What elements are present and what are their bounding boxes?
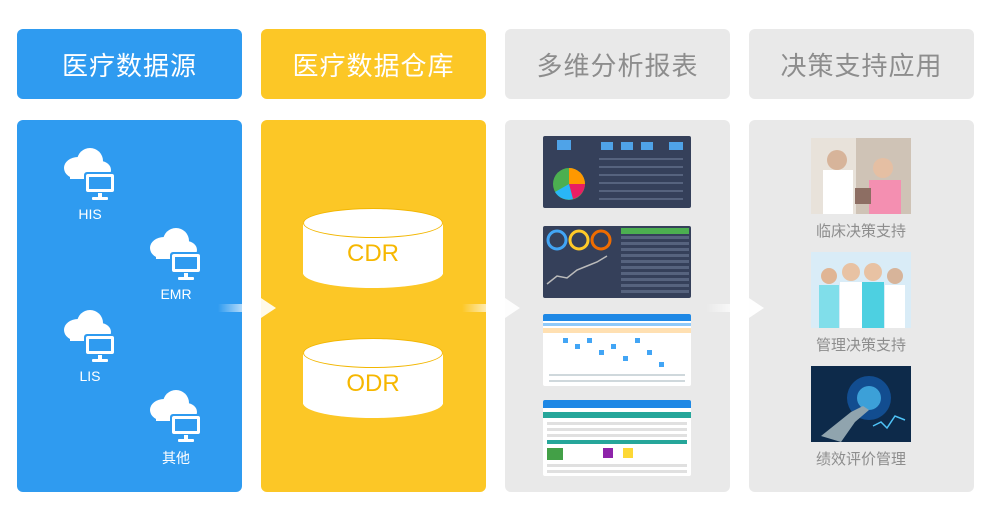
header-label: 决策支持应用 bbox=[780, 50, 943, 81]
source-label: 其他 bbox=[162, 450, 190, 466]
doctor-patient-photo bbox=[811, 138, 911, 214]
header-label: 医疗数据仓库 bbox=[292, 50, 455, 81]
decision-item-clinical: 临床决策支持 bbox=[809, 138, 913, 241]
header-decision-support: 决策支持应用 bbox=[749, 29, 974, 99]
source-node-his: HIS bbox=[55, 146, 125, 222]
report-thumbnail-schedule bbox=[543, 314, 691, 386]
header-analysis-report: 多维分析报表 bbox=[505, 29, 730, 99]
cloud-monitor-icon bbox=[150, 390, 202, 442]
digital-hand-photo bbox=[811, 366, 911, 442]
cloud-monitor-icon bbox=[64, 148, 116, 200]
cloud-monitor-icon bbox=[64, 310, 116, 362]
panel-analysis-report bbox=[505, 120, 730, 492]
cylinder-label: CDR bbox=[347, 240, 399, 267]
source-node-other: 其他 bbox=[141, 388, 211, 468]
flow-arrow-icon bbox=[218, 292, 276, 324]
source-node-emr: EMR bbox=[141, 226, 211, 302]
cloud-monitor-icon bbox=[150, 228, 202, 280]
flow-arrow-icon bbox=[706, 292, 764, 324]
decision-label: 管理决策支持 bbox=[815, 337, 906, 354]
decision-label: 绩效评价管理 bbox=[815, 451, 906, 468]
source-node-lis: LIS bbox=[55, 308, 125, 384]
source-label: HIS bbox=[78, 206, 102, 222]
header-data-source: 医疗数据源 bbox=[17, 29, 242, 99]
header-label: 医疗数据源 bbox=[61, 50, 197, 81]
decision-label: 临床决策支持 bbox=[815, 223, 906, 240]
cylinder-cdr: CDR bbox=[303, 208, 443, 288]
cylinder-label: ODR bbox=[346, 370, 400, 397]
panel-decision-support: 临床决策支持 管理决策支持 bbox=[749, 120, 974, 492]
cylinder-odr: ODR bbox=[303, 338, 443, 418]
header-label: 多维分析报表 bbox=[536, 50, 699, 81]
report-thumbnail-gauges bbox=[543, 226, 691, 298]
report-thumbnail-table bbox=[543, 400, 691, 476]
flow-arrow-icon bbox=[462, 292, 520, 324]
header-data-warehouse: 医疗数据仓库 bbox=[261, 29, 486, 99]
report-thumbnail-pie bbox=[543, 136, 691, 208]
decision-item-management: 管理决策支持 bbox=[809, 252, 913, 355]
decision-item-performance: 绩效评价管理 bbox=[809, 366, 913, 469]
medical-team-photo bbox=[811, 252, 911, 328]
panel-data-warehouse: CDR ODR bbox=[261, 120, 486, 492]
panel-data-source: HIS EMR LIS bbox=[17, 120, 242, 492]
source-label: EMR bbox=[160, 286, 192, 302]
source-label: LIS bbox=[79, 368, 101, 384]
